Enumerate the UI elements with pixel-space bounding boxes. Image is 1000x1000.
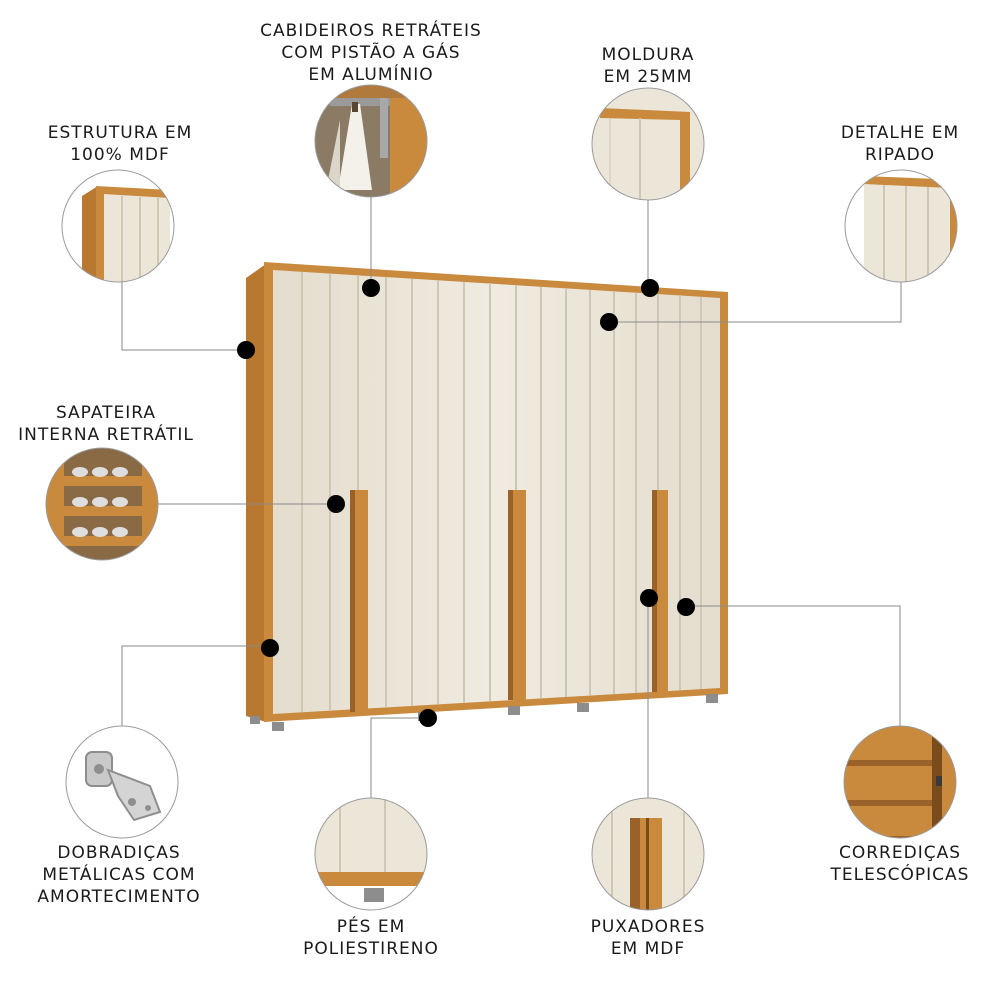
dot-dobradicas	[261, 639, 279, 657]
wardrobe-handles	[350, 490, 668, 712]
leader-lines	[121, 197, 902, 798]
label-line: PÉS EM	[336, 917, 406, 937]
wardrobe-side-panel	[246, 264, 266, 722]
wardrobe-doors	[273, 270, 720, 714]
callout-dots	[237, 279, 695, 727]
dot-sapateira	[327, 495, 345, 513]
furniture-foot-icon	[314, 797, 428, 911]
label-line: SAPATEIRA	[55, 403, 157, 423]
label-line: DOBRADIÇAS	[57, 843, 181, 863]
label-line: POLIESTIRENO	[303, 939, 439, 959]
label-line: AMORTECIMENTO	[37, 887, 201, 907]
label-line: EM MDF	[610, 939, 686, 959]
label-line: EM ALUMÍNIO	[308, 65, 434, 85]
dot-cabideiros	[362, 279, 380, 297]
label-line: CABIDEIROS RETRÁTEIS	[260, 21, 482, 41]
label-dobradicas: DOBRADIÇAS METÁLICAS COM AMORTECIMENTO	[14, 842, 224, 908]
label-line: TELESCÓPICAS	[830, 865, 970, 885]
label-estrutura: ESTRUTURA EM 100% MDF	[30, 122, 210, 166]
label-line: PUXADORES	[590, 917, 706, 937]
shoe-rack-icon	[45, 447, 159, 561]
mdf-structure-icon	[61, 169, 175, 283]
label-sapateira: SAPATEIRA INTERNA RETRÁTIL	[6, 402, 206, 446]
label-pes: PÉS EM POLIESTIRENO	[276, 916, 466, 960]
label-line: INTERNA RETRÁTIL	[18, 425, 194, 445]
label-line: 100% MDF	[70, 145, 170, 165]
hinge-icon	[65, 725, 179, 839]
wardrobe	[246, 262, 728, 731]
label-line: METÁLICAS COM	[42, 865, 196, 885]
label-line: RIPADO	[864, 145, 936, 165]
label-cabideiros: CABIDEIROS RETRÁTEIS COM PISTÃO A GÁS EM…	[226, 20, 516, 86]
label-ripado: DETALHE EM RIPADO	[810, 122, 990, 166]
label-line: CORREDIÇAS	[838, 843, 961, 863]
slatted-panel-icon	[844, 169, 958, 283]
label-puxadores: PUXADORES EM MDF	[558, 916, 738, 960]
label-line: COM PISTÃO A GÁS	[281, 43, 461, 63]
dot-corredicas	[677, 598, 695, 616]
dot-puxadores	[640, 589, 658, 607]
label-line: MOLDURA	[601, 45, 695, 65]
label-line: DETALHE EM	[840, 123, 960, 143]
hanger-rail-icon	[314, 84, 428, 198]
label-corredicas: CORREDIÇAS TELESCÓPICAS	[802, 842, 998, 886]
frame-corner-icon	[591, 87, 705, 201]
label-line: EM 25MM	[603, 67, 693, 87]
label-line: ESTRUTURA EM	[47, 123, 193, 143]
dot-ripado	[600, 313, 618, 331]
dot-estrutura	[237, 341, 255, 359]
dot-pes	[419, 709, 437, 727]
label-moldura: MOLDURA EM 25MM	[560, 44, 736, 88]
dot-moldura	[641, 279, 659, 297]
drawer-slide-icon	[843, 725, 957, 839]
mdf-handle-icon	[591, 797, 705, 911]
